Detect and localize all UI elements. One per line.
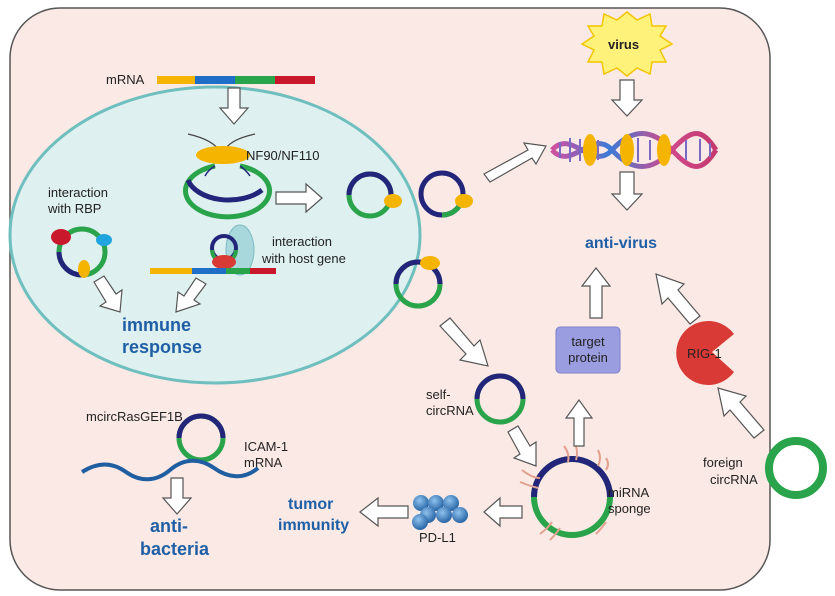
cyto-circrna-2	[418, 170, 473, 218]
self-label-1: self-	[426, 387, 451, 402]
arrow-sponge-left	[483, 496, 523, 528]
arrow-to-cyto	[275, 182, 323, 214]
target-label-2: protein	[568, 350, 608, 365]
mrna-label: mRNA	[106, 72, 145, 87]
host-label-2: with host gene	[261, 251, 346, 266]
target-label-1: target	[571, 334, 605, 349]
self-label-2: circRNA	[426, 403, 474, 418]
dna-helix	[550, 131, 719, 169]
arrow-self-to-sponge	[507, 425, 537, 467]
rbp-label-1: interaction	[48, 185, 108, 200]
host-label-1: interaction	[272, 234, 332, 249]
anti-virus-label: anti-virus	[585, 235, 657, 252]
arrow-self-down	[439, 317, 489, 367]
arrow-foreign-up	[717, 387, 765, 439]
foreign-circrna	[765, 437, 827, 499]
foreign-label-2: circRNA	[710, 472, 758, 487]
icam-mrna-wave	[80, 458, 260, 482]
antibact-label-2: bacteria	[140, 539, 210, 559]
arrow-mrna-down	[218, 87, 250, 125]
virus-label: virus	[608, 37, 639, 52]
cyto-circrna-1	[346, 171, 402, 219]
tumor-label-1: tumor	[288, 496, 333, 513]
nf90-complex	[183, 133, 272, 220]
mirna-label-1: miRNA	[608, 485, 649, 500]
arrow-rbp-down	[93, 275, 123, 313]
virus-shape	[580, 11, 674, 77]
arrow-dna-down	[610, 171, 644, 211]
mcirc-label: mcircRasGEF1B	[86, 409, 183, 424]
arrow-pdl1-left	[359, 496, 409, 528]
arrow-to-dna	[483, 142, 547, 183]
target-protein-box	[555, 326, 621, 374]
mirna-sponge	[519, 445, 613, 541]
pdl1-cluster	[412, 495, 468, 530]
antibact-label-1: anti-	[150, 516, 188, 536]
rig1-shape	[676, 321, 734, 385]
icam-label-2: mRNA	[244, 455, 283, 470]
arrow-virus-down	[610, 79, 644, 117]
icam-label-1: ICAM-1	[244, 439, 288, 454]
nucleus	[8, 85, 422, 385]
rig1-label: RIG-1	[687, 346, 722, 361]
self-circrna	[474, 373, 526, 425]
rbp-label-2: with RBP	[47, 201, 101, 216]
arrow-target-up	[580, 267, 612, 319]
mrna-strand	[157, 76, 315, 84]
arrow-host-down	[175, 277, 207, 313]
cyto-circrna-3	[393, 256, 443, 309]
arrow-sponge-up	[564, 398, 594, 447]
mirna-label-2: sponge	[608, 501, 651, 516]
nf90-label: NF90/NF110	[246, 148, 319, 163]
immune-label-1: immune	[122, 315, 191, 335]
arrow-rig1-up	[655, 273, 701, 325]
rbp-circrna	[51, 226, 112, 278]
immune-label-2: response	[122, 337, 202, 357]
pdl1-label: PD-L1	[419, 530, 456, 545]
host-gene-interaction	[150, 224, 276, 276]
tumor-label-2: immunity	[278, 517, 349, 534]
foreign-label-1: foreign	[703, 455, 743, 470]
arrow-icam-down	[161, 477, 193, 515]
